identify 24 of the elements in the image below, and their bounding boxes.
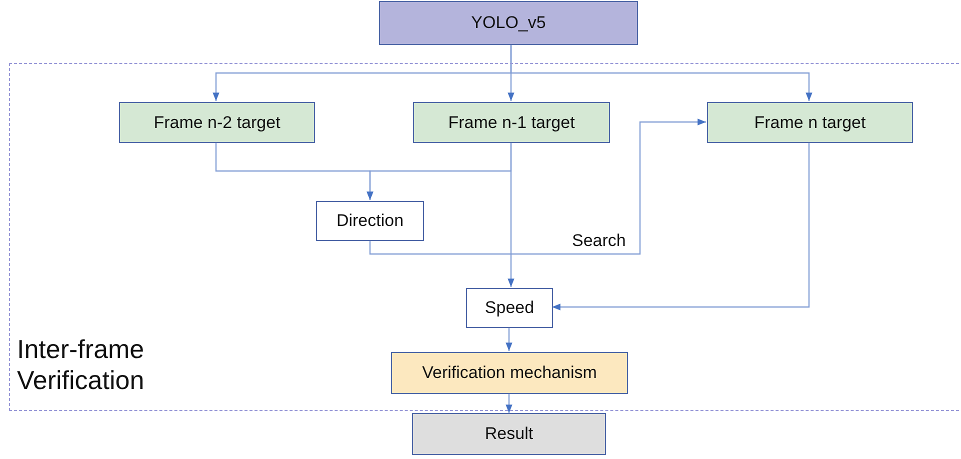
process-box xyxy=(316,201,424,241)
process-box xyxy=(707,102,913,143)
box-label: Frame n-1 target xyxy=(448,112,575,132)
arrow xyxy=(506,393,512,413)
box-label: Frame n-2 target xyxy=(154,112,280,132)
arrow xyxy=(508,142,514,287)
box-label: Result xyxy=(484,424,534,444)
region-title: Inter-frame Verification xyxy=(17,334,146,396)
process-box xyxy=(119,102,315,143)
box-label: YOLO_v5 xyxy=(471,13,546,33)
arrow xyxy=(552,142,810,310)
dashed-region xyxy=(9,63,961,411)
arrow xyxy=(506,327,512,351)
detector-box xyxy=(379,1,638,45)
box-label: Direction xyxy=(336,211,404,231)
box-label: Verification mechanism xyxy=(422,363,597,383)
box-label: Speed xyxy=(484,298,534,318)
process-box xyxy=(466,288,553,328)
arrow xyxy=(510,45,812,101)
result-box xyxy=(412,413,606,455)
process-box xyxy=(413,102,610,143)
box-label: Frame n target xyxy=(754,112,866,132)
process-box xyxy=(391,352,628,394)
arrow xyxy=(369,118,706,255)
